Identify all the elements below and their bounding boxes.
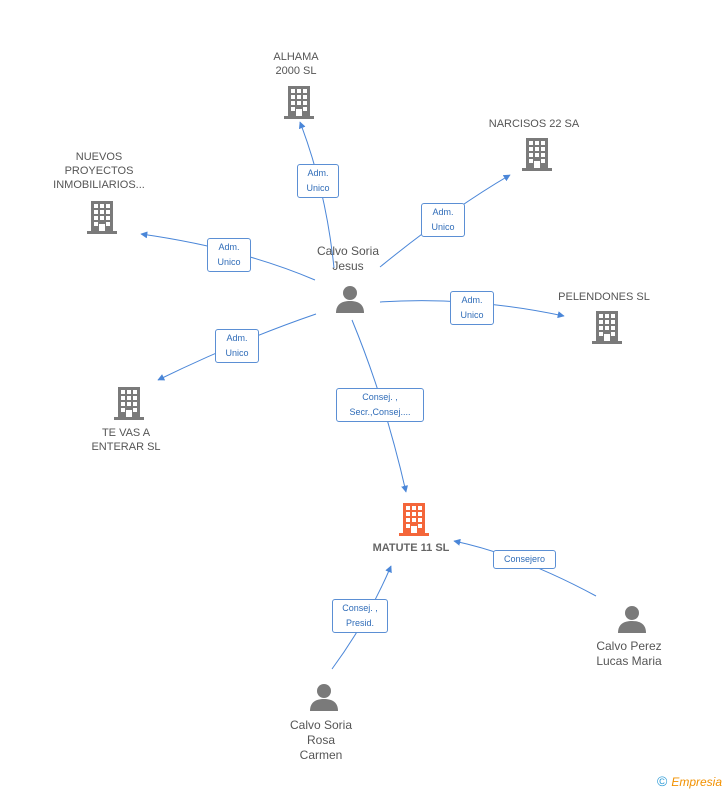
node-label-lucas[interactable]: Calvo Perez Lucas Maria: [579, 639, 679, 669]
edge-label-line: Unico: [217, 257, 241, 267]
label-line: INMOBILIARIOS...: [53, 179, 145, 191]
edge-label-line: Consejero: [503, 554, 546, 564]
label-line: ENTERAR SL: [91, 441, 161, 453]
node-label-pelendones[interactable]: PELENDONES SL: [549, 290, 659, 304]
node-label-narcisos[interactable]: NARCISOS 22 SA: [474, 117, 594, 131]
edge-label-line: Adm.: [226, 333, 248, 343]
node-label-alhama[interactable]: ALHAMA 2000 SL: [246, 50, 346, 78]
label-line: Calvo Perez: [596, 639, 662, 653]
edge-label-line: Adm.: [432, 207, 454, 217]
brand-logo: Empresia: [671, 775, 722, 789]
edge-label-line: Consej. ,: [342, 603, 378, 613]
label-line: ALHAMA: [273, 51, 319, 63]
label-line: NUEVOS: [75, 151, 123, 163]
label-line: 2000 SL: [275, 65, 317, 77]
edge-label-line: Adm.: [461, 295, 483, 305]
footer-brand[interactable]: ©Empresia: [657, 773, 722, 789]
node-label-matute[interactable]: MATUTE 11 SL: [356, 541, 466, 555]
building-icon-alhama[interactable]: [283, 85, 315, 119]
label-line: PELENDONES SL: [558, 291, 650, 303]
node-label-rosa[interactable]: Calvo Soria Rosa Carmen: [271, 718, 371, 763]
building-icon-pelendones[interactable]: [591, 310, 623, 344]
edge-label-line: Unico: [225, 348, 249, 358]
edge-label-line: Secr.,Consej....: [349, 407, 411, 417]
edge-label-pelendones[interactable]: Adm. Unico: [450, 291, 494, 325]
edge-label-matute-rosa[interactable]: Consej. , Presid.: [332, 599, 388, 633]
building-icon-nuevos[interactable]: [86, 200, 118, 234]
node-label-nuevos[interactable]: NUEVOS PROYECTOS INMOBILIARIOS...: [44, 150, 154, 192]
edge-label-narcisos[interactable]: Adm. Unico: [421, 203, 465, 237]
edge-label-alhama[interactable]: Adm. Unico: [297, 164, 339, 198]
node-label-jesus[interactable]: Calvo Soria Jesus: [298, 244, 398, 274]
edge-label-line: Consej. ,: [362, 392, 398, 402]
label-line: Rosa: [306, 733, 335, 747]
copyright-icon: ©: [656, 773, 668, 789]
building-icon-narcisos[interactable]: [521, 137, 553, 171]
person-icon-rosa[interactable]: [309, 682, 339, 712]
label-line: Jesus: [332, 259, 364, 273]
building-icon-tevas[interactable]: [113, 386, 145, 420]
label-line: TE VAS A: [101, 427, 151, 439]
label-line: Calvo Soria: [316, 244, 380, 258]
person-icon-lucas[interactable]: [617, 604, 647, 634]
edge-label-nuevos[interactable]: Adm. Unico: [207, 238, 251, 272]
edge-label-tevas[interactable]: Adm. Unico: [215, 329, 259, 363]
label-line: MATUTE 11 SL: [372, 542, 450, 554]
edge-label-matute-lucas[interactable]: Consejero: [493, 550, 556, 569]
edge-label-line: Adm.: [307, 168, 329, 178]
label-line: Calvo Soria: [289, 718, 353, 732]
label-line: Lucas Maria: [596, 654, 662, 668]
label-line: NARCISOS 22 SA: [488, 118, 580, 130]
edge-label-line: Presid.: [345, 618, 374, 628]
label-line: PROYECTOS: [64, 165, 134, 177]
edge-label-matute-jesus[interactable]: Consej. , Secr.,Consej....: [336, 388, 424, 422]
label-line: Carmen: [299, 748, 343, 762]
edge-label-line: Unico: [460, 310, 484, 320]
edge-label-line: Adm.: [218, 242, 240, 252]
building-icon-matute[interactable]: [398, 502, 430, 536]
edge-label-line: Unico: [306, 183, 330, 193]
edge-label-line: Unico: [431, 222, 455, 232]
person-icon-jesus[interactable]: [335, 284, 365, 314]
node-label-tevas[interactable]: TE VAS A ENTERAR SL: [76, 426, 176, 454]
